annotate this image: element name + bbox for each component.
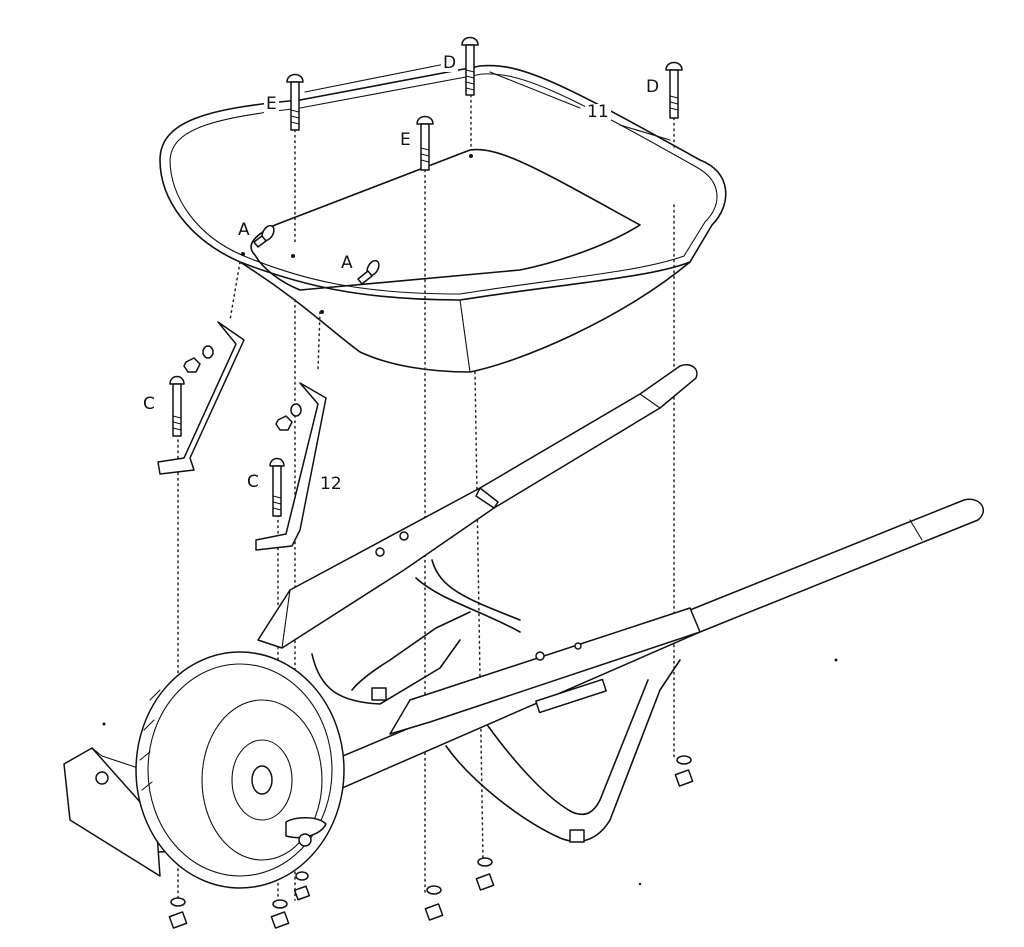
- brace-right: [255, 382, 327, 551]
- tray: [159, 64, 727, 373]
- leg-stand: [311, 559, 681, 843]
- brace-left: [157, 321, 245, 475]
- label-d-right: D: [644, 77, 662, 97]
- bolt-d-top: [461, 36, 479, 96]
- bolt-a-left: [253, 224, 275, 248]
- wheel: [135, 651, 345, 889]
- label-tray-11: 11: [585, 102, 611, 122]
- label-a-right: A: [339, 253, 355, 273]
- bolt-a-right: [357, 259, 380, 285]
- label-c-left: C: [141, 394, 157, 414]
- bolt-c-right: [269, 457, 285, 517]
- brace-nuts: [183, 345, 302, 431]
- bolt-e-left: [286, 73, 304, 131]
- label-d-top: D: [441, 53, 459, 73]
- label-e-mid: E: [398, 130, 413, 150]
- handle-front: [151, 498, 984, 853]
- label-brace-12: 12: [318, 474, 344, 494]
- bolt-e-mid: [416, 115, 434, 171]
- handle-back: [257, 364, 698, 649]
- bottom-nuts: [168, 755, 694, 929]
- label-c-right: C: [245, 472, 261, 492]
- label-a-left: A: [236, 220, 252, 240]
- label-e-left: E: [264, 94, 279, 114]
- bolt-c-left: [169, 375, 185, 437]
- bolt-d-right: [665, 61, 683, 119]
